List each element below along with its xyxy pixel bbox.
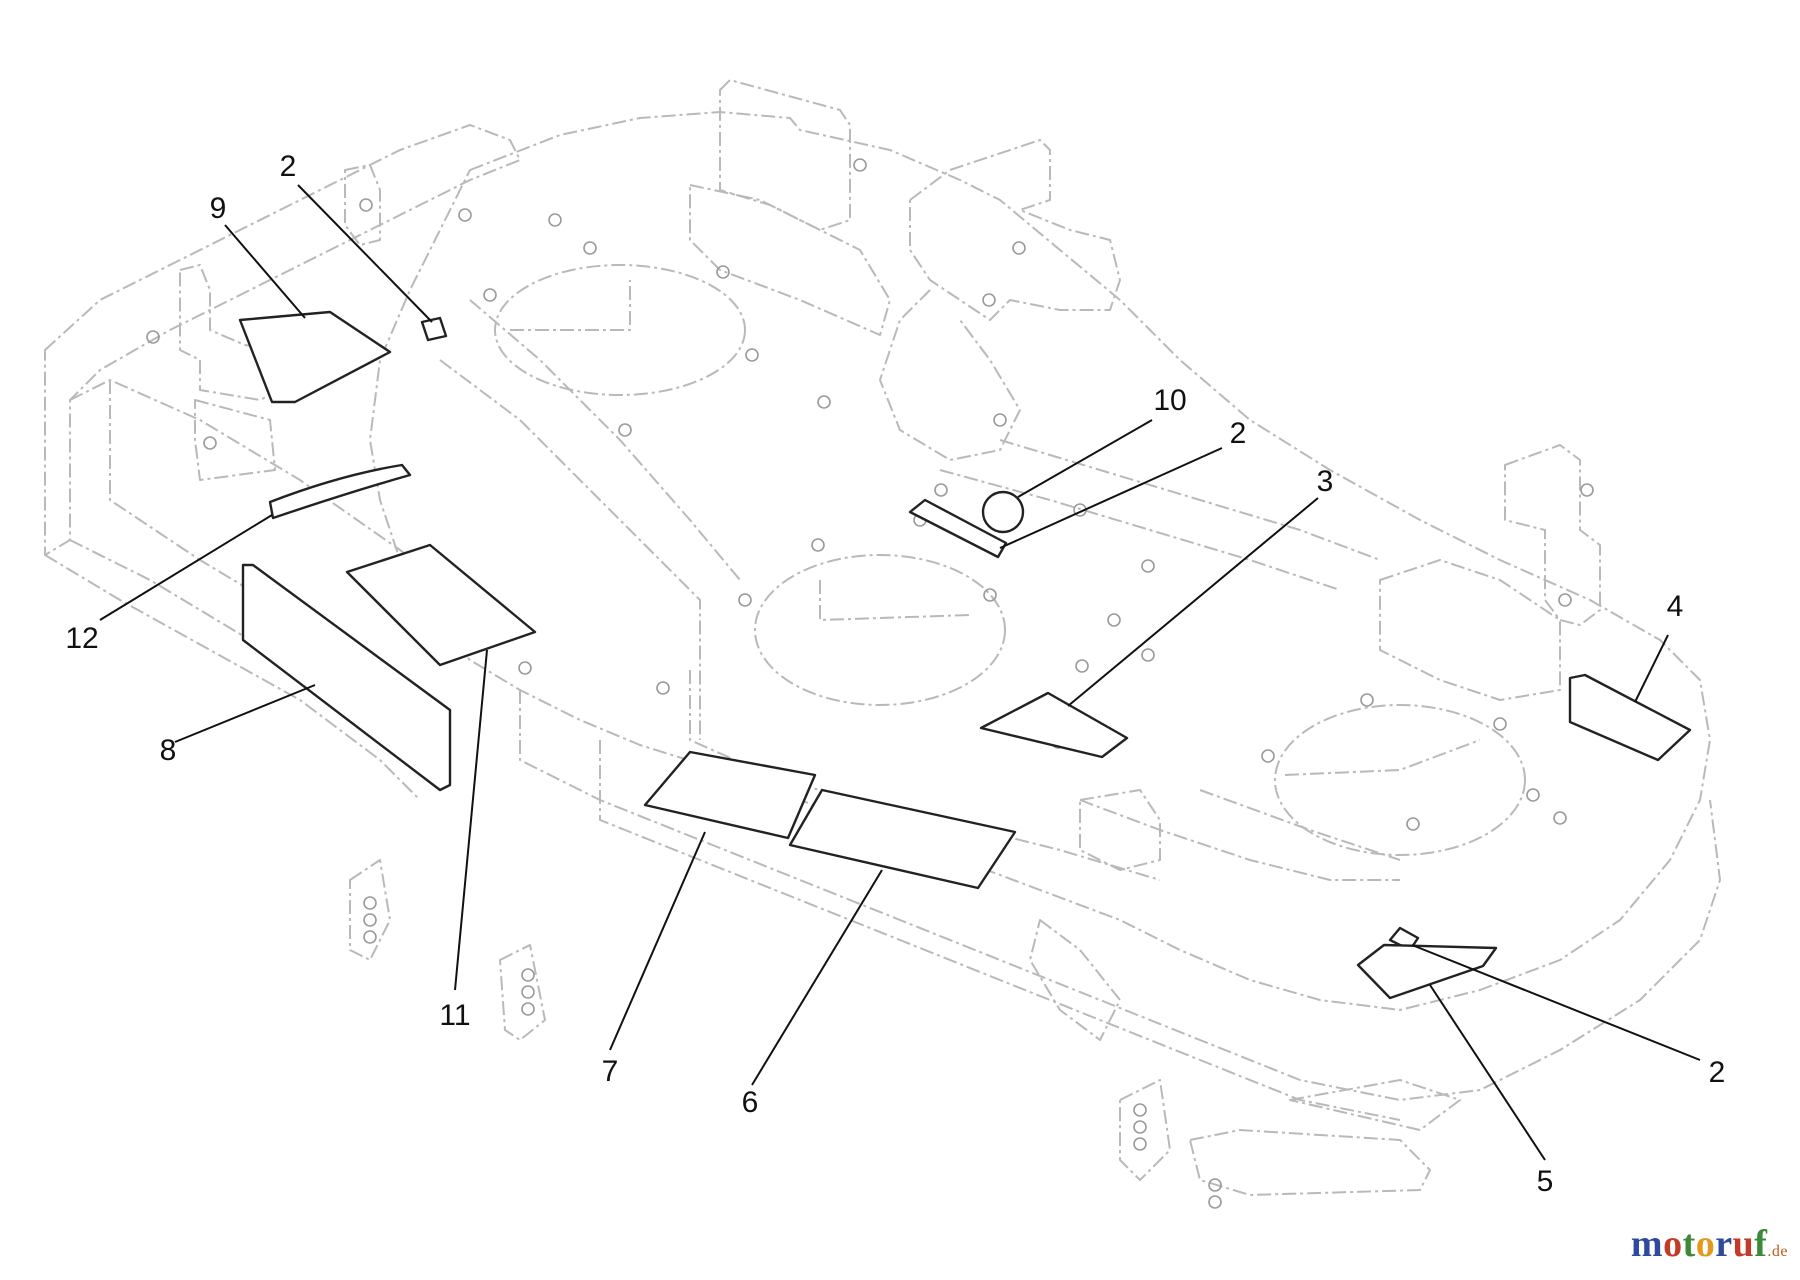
watermark-letter: f [1754, 1223, 1768, 1265]
leader-c2c [1411, 944, 1701, 1061]
callout-11: 11 [439, 999, 470, 1032]
decals [238, 310, 1692, 1000]
callout-10: 10 [1153, 384, 1186, 417]
leader-c7 [609, 831, 706, 1051]
leader-c10 [1017, 419, 1153, 498]
callout-8: 8 [160, 734, 177, 767]
decal-9 [238, 310, 392, 404]
decal-7 [643, 750, 817, 840]
leader-c4 [1634, 634, 1669, 703]
leader-c3 [1067, 497, 1319, 707]
leader-c12 [99, 514, 273, 621]
leader-c5 [1429, 984, 1546, 1161]
leader-c6 [751, 869, 883, 1086]
callout-5: 5 [1537, 1165, 1554, 1198]
callout-4: 4 [1667, 590, 1684, 623]
callout-labels: 2 9 10 2 3 4 12 8 11 7 6 2 5 [65, 150, 1725, 1198]
decal-5 [1356, 943, 1498, 1000]
callout-2-top: 2 [280, 150, 297, 183]
callout-2-right: 2 [1709, 1056, 1726, 1089]
decal-2-top [420, 316, 448, 342]
leader-c8 [174, 684, 316, 743]
decal-8 [241, 563, 452, 792]
watermark-letter: m [1630, 1223, 1664, 1265]
leader-lines [99, 184, 1701, 1161]
decal-3 [979, 691, 1129, 759]
callout-2-center: 2 [1230, 417, 1247, 450]
mounting-brackets [179, 79, 1601, 1196]
watermark-letter: t [1682, 1223, 1696, 1265]
callout-12: 12 [65, 622, 98, 655]
watermark-letter: u [1732, 1223, 1755, 1265]
motoruf-watermark: motoruf.de [1631, 1222, 1788, 1266]
blade-openings [494, 264, 1526, 856]
leader-c2b [999, 447, 1223, 549]
decal-12 [268, 463, 412, 520]
callout-3: 3 [1317, 465, 1334, 498]
leader-c9 [224, 224, 306, 319]
leader-c2a [297, 184, 433, 323]
decal-11 [345, 543, 537, 667]
decal-4 [1568, 673, 1692, 762]
leader-c11 [454, 649, 488, 991]
decal-10 [981, 490, 1025, 534]
watermark-letter: r [1715, 1223, 1733, 1265]
decal-2-center [908, 498, 1008, 559]
watermark-letter: o [1695, 1223, 1716, 1265]
callout-7: 7 [602, 1055, 619, 1088]
watermark-domain: .de [1767, 1243, 1788, 1260]
decal-6 [788, 788, 1017, 890]
callout-6: 6 [742, 1086, 759, 1119]
watermark-letter: o [1663, 1223, 1683, 1265]
callout-9: 9 [210, 192, 227, 225]
